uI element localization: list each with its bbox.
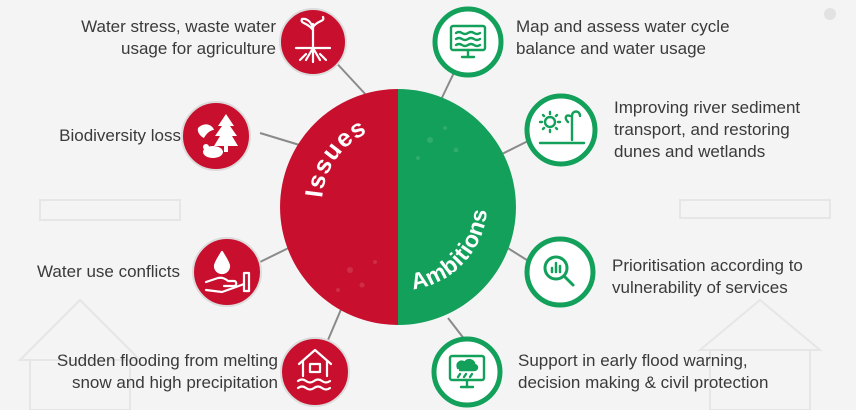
issue-item-3 (192, 237, 262, 307)
ambition-item-3 (524, 236, 596, 308)
plant-roots-icon (294, 15, 332, 64)
wildlife-icon (197, 114, 238, 158)
ambition-label-2: Improving river sediment transport, and … (614, 98, 801, 161)
issue-item-1 (279, 8, 347, 76)
monitor-storm-icon (448, 354, 486, 389)
ambitions-half-circle (398, 89, 516, 325)
dotted-texture (336, 126, 459, 292)
hand-water-drop-icon (204, 250, 251, 294)
ambition-item-1 (432, 6, 504, 78)
ambition-item-4 (431, 336, 503, 408)
magnifier-chart-icon (543, 255, 575, 287)
ambition-label-1: Map and assess water cycle balance and w… (516, 17, 730, 58)
ambition-label-3: Prioritisation according to vulnerabilit… (612, 256, 803, 297)
issues-half-circle (280, 89, 398, 325)
issue-item-2 (181, 101, 251, 171)
sediment-plant-icon (538, 110, 586, 145)
flooded-house-icon (296, 348, 333, 391)
issue-label-4: Sudden flooding from melting snow and hi… (56, 351, 278, 392)
issue-label-2: Biodiversity loss (59, 126, 181, 145)
ambition-label-4: Support in early flood warning, decision… (518, 351, 769, 392)
monitor-water-icon (449, 24, 487, 59)
ambition-item-2 (524, 93, 598, 167)
issue-item-4 (280, 337, 350, 407)
issue-label-1: Water stress, waste water usage for agri… (81, 17, 276, 58)
issue-label-3: Water use conflicts (37, 262, 180, 281)
